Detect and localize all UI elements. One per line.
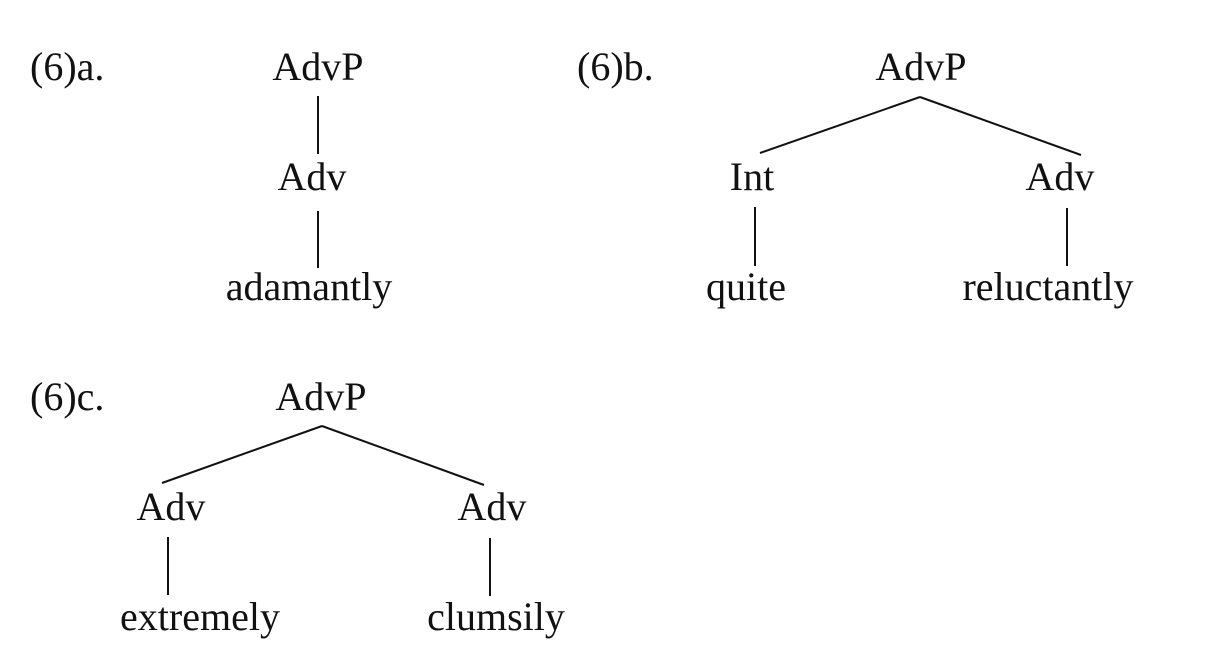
tree-6c: (6)c. AdvP Adv Adv extremely clumsily — [30, 374, 565, 639]
root-node: AdvP — [275, 374, 366, 419]
branch-edge — [321, 425, 485, 486]
category-node: Int — [730, 154, 774, 199]
tree-label: (6)a. — [30, 44, 104, 89]
root-node: AdvP — [875, 44, 966, 89]
tree-6a: (6)a. AdvP Adv adamantly — [30, 44, 392, 309]
category-node: Adv — [458, 484, 527, 529]
branch-edge — [161, 425, 323, 484]
branch-edge — [919, 96, 1082, 156]
word-leaf: clumsily — [427, 594, 565, 639]
word-leaf: quite — [706, 264, 786, 309]
category-node: Adv — [278, 154, 347, 199]
root-node: AdvP — [272, 44, 363, 89]
tree-label: (6)b. — [577, 44, 654, 89]
branch-edge — [759, 96, 921, 154]
word-leaf: reluctantly — [962, 264, 1133, 309]
tree-6b: (6)b. AdvP Int Adv quite reluctantly — [577, 44, 1134, 309]
tree-label: (6)c. — [30, 374, 104, 419]
category-node: Adv — [137, 484, 206, 529]
category-node: Adv — [1026, 154, 1095, 199]
word-leaf: adamantly — [226, 264, 393, 309]
word-leaf: extremely — [120, 594, 280, 639]
